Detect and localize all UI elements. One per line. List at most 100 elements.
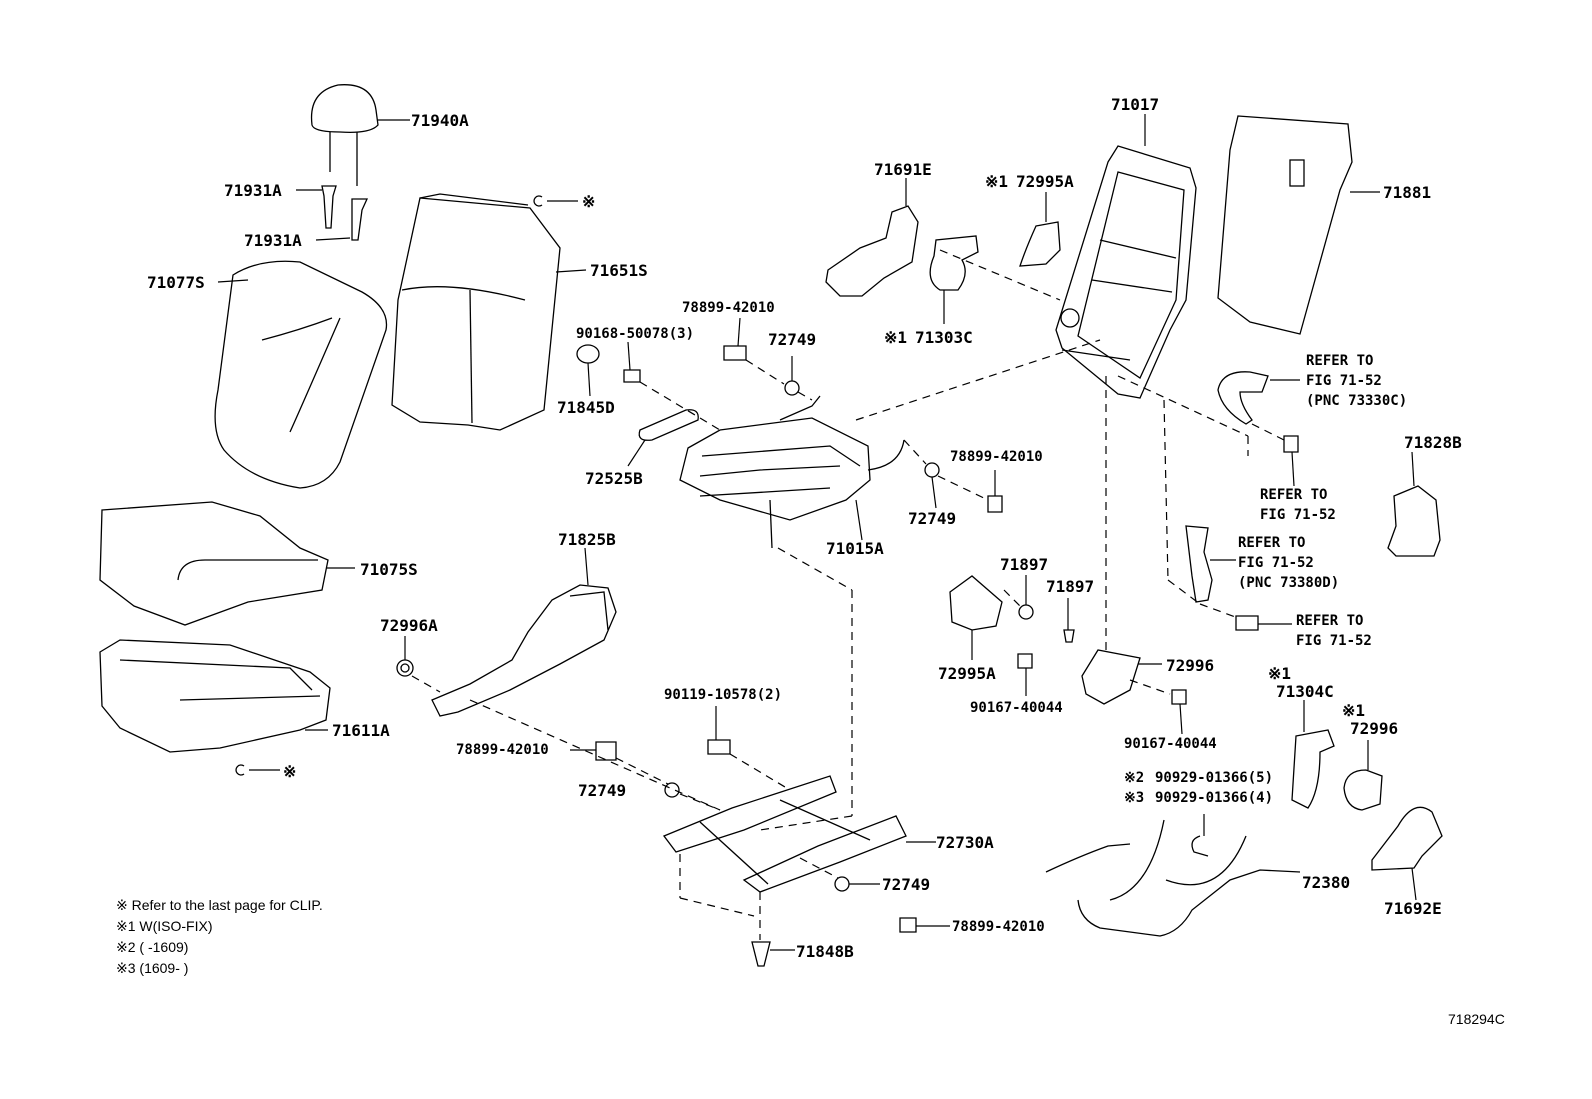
label-72749-top: 72749 xyxy=(768,330,816,349)
note-after-1609: ※3 (1609- ) xyxy=(116,960,188,976)
cap-71845D-drawing xyxy=(576,344,600,397)
svg-text:FIG 71-52: FIG 71-52 xyxy=(1306,373,1382,389)
label-72525B: 72525B xyxy=(585,469,643,488)
bracket-71304C-drawing xyxy=(1291,700,1335,809)
label-72996-center: 72996 xyxy=(1166,656,1214,675)
label-71931A-lower: 71931A xyxy=(244,231,302,250)
label-71075S: 71075S xyxy=(360,560,418,579)
label-71651S: 71651S xyxy=(590,261,648,280)
svg-text:FIG 71-52: FIG 71-52 xyxy=(1296,633,1372,649)
mark-3: ※3 xyxy=(1124,790,1144,806)
cover-71828B-drawing xyxy=(1387,451,1441,557)
label-71611A: 71611A xyxy=(332,721,390,740)
note-iso-fix: ※1 W(ISO-FIX) xyxy=(116,918,213,934)
label-71825B: 71825B xyxy=(558,530,616,549)
cover-72995A-top-drawing xyxy=(1019,192,1061,267)
mark-2: ※2 xyxy=(1124,770,1144,786)
seatback-pad-drawing xyxy=(391,193,587,431)
cover-72995A-bottom-drawing xyxy=(949,575,1034,696)
label-71897-left: 71897 xyxy=(1000,555,1048,574)
label-72995A-bottom: 72995A xyxy=(938,664,996,683)
label-71015A: 71015A xyxy=(826,539,884,558)
back-board-drawing xyxy=(1217,115,1380,335)
label-72730A: 72730A xyxy=(936,833,994,852)
label-78899-42010-top: 78899-42010 xyxy=(682,300,775,316)
seat-frame-drawing xyxy=(679,395,905,549)
label-90929-01366-5: 90929-01366(5) xyxy=(1155,770,1273,786)
seat-cushion-pad-drawing xyxy=(99,639,331,753)
bolt-group-top-drawing xyxy=(623,317,813,431)
mark-clip-bottom: ※ xyxy=(283,762,296,781)
nut-72996A-drawing xyxy=(396,636,441,693)
svg-text:FIG 71-52: FIG 71-52 xyxy=(1238,555,1314,571)
clip-symbol-drawing xyxy=(235,195,578,776)
label-90168-50078: 90168-50078(3) xyxy=(576,326,694,342)
svg-text:REFER TO: REFER TO xyxy=(1306,353,1373,369)
seat-cushion-cover-drawing xyxy=(99,501,355,626)
assembly-dashed-lines xyxy=(469,249,1249,917)
refer-to-fig-71-52-upper: REFER TO FIG 71-52 xyxy=(1260,487,1336,523)
mark-clip-top: ※ xyxy=(582,192,595,211)
mark-iso-fix-71304C: ※1 xyxy=(1268,664,1291,683)
label-71881: 71881 xyxy=(1383,183,1431,202)
label-90119-10578: 90119-10578(2) xyxy=(664,687,782,703)
label-71017: 71017 xyxy=(1111,95,1159,114)
recliner-cover-drawing xyxy=(431,547,617,717)
svg-text:(PNC 73380D): (PNC 73380D) xyxy=(1238,575,1339,591)
note-before-1609: ※2 ( -1609) xyxy=(116,939,188,955)
seatback-cover-drawing xyxy=(214,260,388,489)
lever-72525B-drawing xyxy=(627,409,699,467)
label-90929-01366-4: 90929-01366(4) xyxy=(1155,790,1273,806)
refer-to-fig-71-52-lower: REFER TO FIG 71-52 xyxy=(1296,613,1372,649)
bolt-group-right-drawing xyxy=(903,439,1003,513)
label-78899-42010-left: 78899-42010 xyxy=(456,742,549,758)
label-71304C: 71304C xyxy=(1276,682,1334,701)
label-78899-42010-bottom: 78899-42010 xyxy=(952,919,1045,935)
label-71931A-upper: 71931A xyxy=(224,181,282,200)
note-clip: ※ Refer to the last page for CLIP. xyxy=(116,897,323,913)
label-71845D: 71845D xyxy=(557,398,615,417)
refer-to-73330C: REFER TO FIG 71-52 (PNC 73330C) xyxy=(1306,353,1407,409)
svg-text:REFER TO: REFER TO xyxy=(1296,613,1363,629)
label-71691E: 71691E xyxy=(874,160,932,179)
label-71897-right: 71897 xyxy=(1046,577,1094,596)
cover-71691E-drawing xyxy=(825,178,919,297)
cover-72996-right-drawing xyxy=(1343,740,1383,811)
label-72749-right: 72749 xyxy=(908,509,956,528)
mark-iso-fix-72995A: ※1 xyxy=(985,172,1008,191)
label-72995A-top: 72995A xyxy=(1016,172,1074,191)
svg-text:FIG 71-52: FIG 71-52 xyxy=(1260,507,1336,523)
label-71848B: 71848B xyxy=(796,942,854,961)
label-90167-40044-left: 90167-40044 xyxy=(970,700,1063,716)
svg-text:(PNC 73330C): (PNC 73330C) xyxy=(1306,393,1407,409)
label-78899-42010-right: 78899-42010 xyxy=(950,449,1043,465)
figure-id: 718294C xyxy=(1448,1011,1505,1027)
label-72749-left: 72749 xyxy=(578,781,626,800)
seatback-frame-drawing xyxy=(1055,114,1197,399)
bracket-71303C-drawing xyxy=(929,235,979,324)
refer-to-73380D: REFER TO FIG 71-52 (PNC 73380D) xyxy=(1238,535,1339,591)
mark-iso-fix-71303C: ※1 xyxy=(884,328,907,347)
svg-text:REFER TO: REFER TO xyxy=(1238,535,1305,551)
label-72749-bottom: 72749 xyxy=(882,875,930,894)
label-71940A: 71940A xyxy=(411,111,469,130)
label-72996-right: 72996 xyxy=(1350,719,1398,738)
label-71828B: 71828B xyxy=(1404,433,1462,452)
label-72996A: 72996A xyxy=(380,616,438,635)
label-72380: 72380 xyxy=(1302,873,1350,892)
label-71077S: 71077S xyxy=(147,273,205,292)
svg-text:REFER TO: REFER TO xyxy=(1260,487,1327,503)
headrest-guide-drawing xyxy=(296,185,369,241)
mark-iso-fix-72996: ※1 xyxy=(1342,701,1365,720)
label-90167-40044-right: 90167-40044 xyxy=(1124,736,1217,752)
seatbelt-buckle-drawing xyxy=(1217,371,1300,487)
cover-71692E-drawing xyxy=(1371,806,1443,901)
cover-72996-drawing xyxy=(1063,598,1187,735)
legend-notes: ※ Refer to the last page for CLIP. ※1 W(… xyxy=(116,897,323,976)
label-71692E: 71692E xyxy=(1384,899,1442,918)
seatbelt-anchor-drawing xyxy=(1185,525,1292,631)
label-71303C: 71303C xyxy=(915,328,973,347)
cable-72380-drawing xyxy=(1045,814,1301,937)
bolt-group-bottom-drawing xyxy=(570,706,950,967)
